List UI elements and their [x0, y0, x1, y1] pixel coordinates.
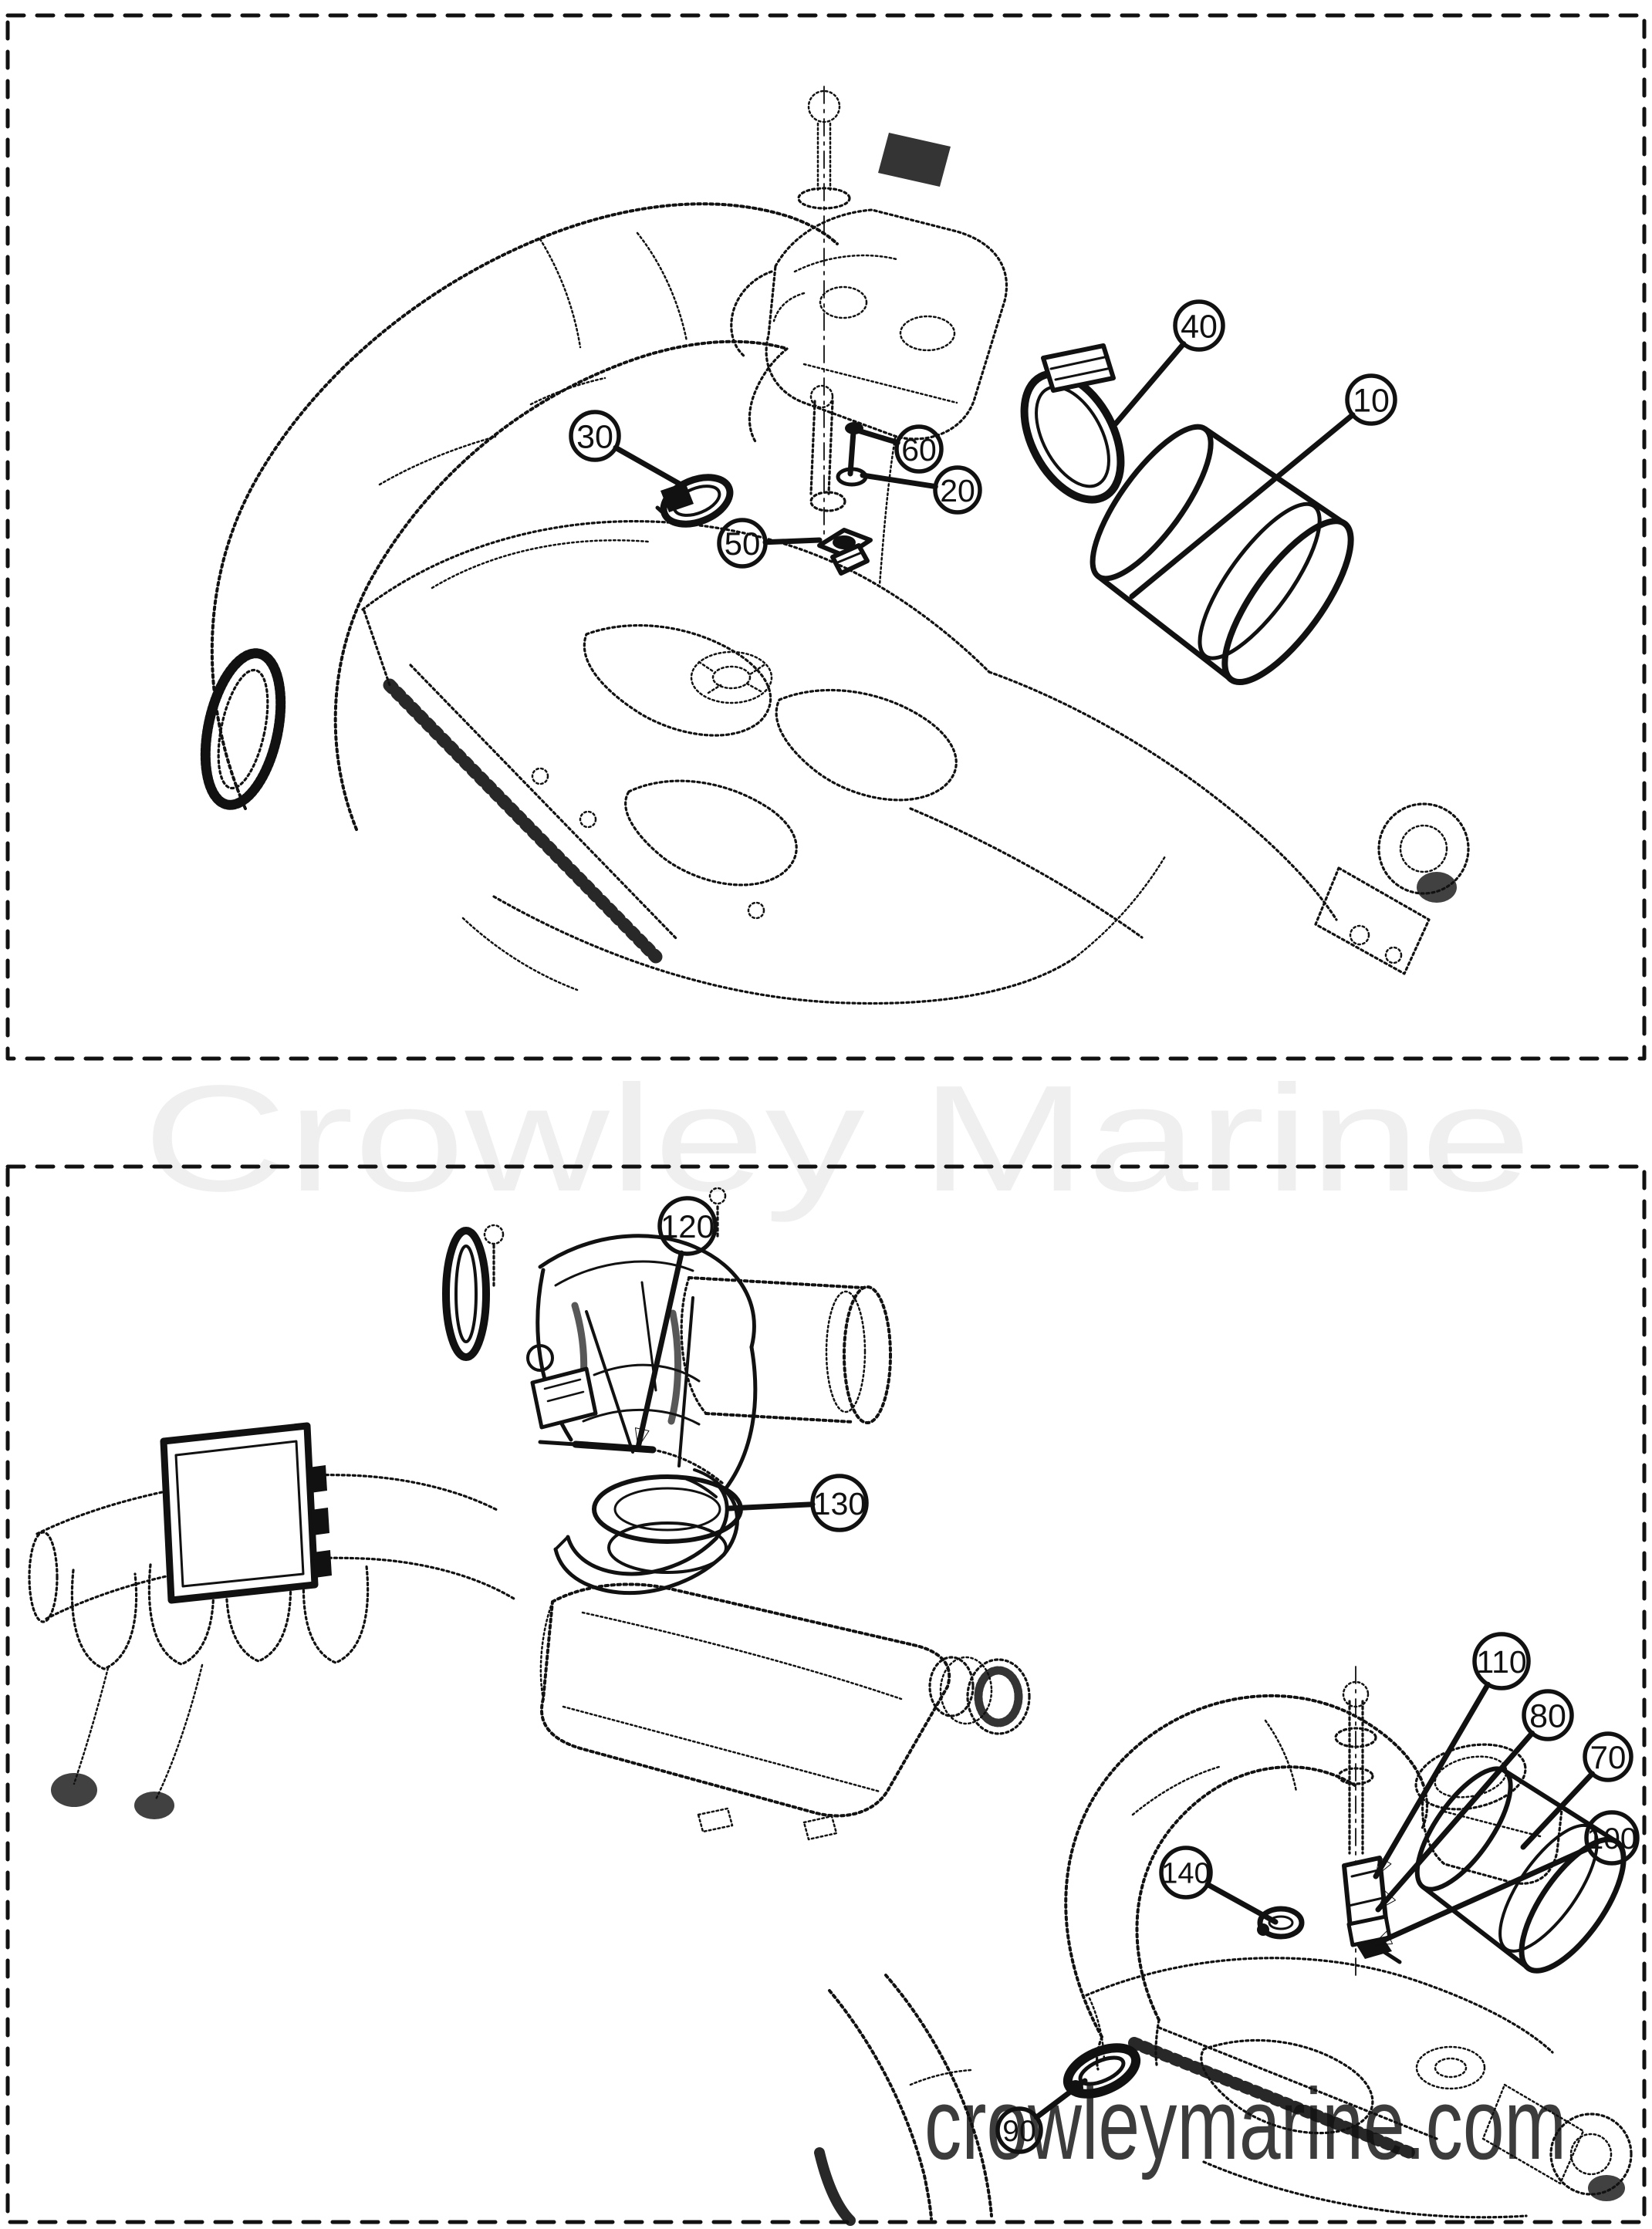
inlet-ring [442, 1227, 490, 1361]
leader-line [855, 427, 900, 446]
callout-label: 20 [940, 473, 975, 508]
callout-circle [995, 2106, 1043, 2154]
label-plate [878, 133, 951, 187]
callout-30: 30 [569, 410, 685, 488]
callout-100: 100 [1370, 1810, 1640, 1948]
callout-80: 80 [1375, 1689, 1574, 1913]
callout-label: 140 [1161, 1858, 1210, 1890]
leader-line [1033, 2078, 1088, 2120]
callout-circle [933, 465, 982, 515]
leader-line [860, 472, 938, 490]
leader-arrowhead [634, 1427, 650, 1448]
throttle-right [1414, 1743, 1563, 1885]
stud-bracket-group [1334, 1666, 1392, 1976]
hose-clamp-30 [655, 474, 734, 528]
callout-label: 70 [1590, 1739, 1627, 1775]
callout-label: 100 [1586, 1822, 1637, 1856]
callout-label: 130 [813, 1486, 866, 1521]
leader-line [1113, 341, 1187, 427]
top-panel-border [5, 13, 1647, 1061]
callout-circle [1345, 373, 1397, 426]
leader-line [726, 1501, 816, 1511]
callout-label: 10 [1353, 382, 1390, 419]
air-silencer-box [160, 1422, 332, 1604]
callout-50: 50 [717, 518, 823, 569]
callout-10: 10 [1129, 373, 1397, 599]
callout-label: 30 [576, 418, 613, 455]
leader-line [635, 1250, 684, 1451]
callout-circle [657, 1196, 718, 1256]
canister-10 [1090, 424, 1354, 686]
throttle-body-top [730, 133, 1008, 586]
leader-line [762, 537, 823, 545]
intake-manifold-engine [361, 520, 1470, 1005]
callout-130: 130 [726, 1474, 869, 1532]
callout-40: 40 [1113, 299, 1225, 427]
leader-line [1129, 412, 1356, 599]
hose-clamp-40 [1020, 343, 1125, 504]
callout-circle [1522, 1689, 1574, 1741]
callout-label: 60 [901, 432, 937, 468]
leader-line [613, 444, 685, 488]
callout-60: 60 [855, 424, 944, 474]
leader-line [1375, 1730, 1535, 1913]
hose-130 [553, 1468, 739, 1595]
mixer-assembly [442, 1187, 758, 1574]
callout-label: 80 [1529, 1697, 1566, 1734]
callout-20: 20 [860, 465, 982, 515]
muffler-cylinder [680, 1276, 892, 1424]
callout-circle [894, 424, 944, 474]
callout-label: 40 [1181, 308, 1218, 345]
resonator [539, 1582, 1031, 1841]
leader-arrowhead [1377, 1890, 1397, 1910]
callout-circle [1472, 1632, 1531, 1690]
callout-circle [1583, 1731, 1633, 1782]
outlet-cap [966, 1658, 1031, 1735]
canister-70 [1414, 1766, 1627, 1974]
leader-line [1370, 1846, 1592, 1948]
callout-label: 110 [1476, 1644, 1526, 1680]
leader-line [1520, 1771, 1595, 1850]
leader-arrowhead [1375, 1856, 1392, 1877]
callout-circle [717, 518, 768, 569]
sub-hose-bottom [814, 1974, 993, 2226]
leader-line [1204, 1881, 1279, 1925]
callout-90: 90 [995, 2078, 1088, 2154]
callout-circle [1173, 299, 1225, 352]
intake-hose [200, 202, 839, 831]
engine-bottom-right [1085, 1957, 1633, 2219]
hose-end-ring [200, 648, 286, 810]
callout-70: 70 [1520, 1731, 1633, 1850]
callout-140: 140 [1159, 1846, 1279, 1925]
grommet-140 [1257, 1906, 1305, 1940]
callout-circle [810, 1474, 869, 1532]
callout-circle [569, 410, 621, 462]
top-diagram [200, 86, 1470, 1005]
bottom-panel-border [5, 1164, 1647, 2224]
callout-circle [1159, 1846, 1213, 1900]
callout-circle [1584, 1810, 1640, 1866]
watermark-crowley-marine: Crowley Marine [143, 1054, 1532, 1223]
callout-label: 50 [725, 525, 761, 562]
leader-arrowhead [1372, 1930, 1394, 1946]
callout-110: 110 [1373, 1632, 1531, 1879]
bottom-diagram [28, 1187, 1633, 2226]
callout-label: 90 [1002, 2115, 1035, 2148]
callout-label: 120 [660, 1208, 715, 1245]
leader-line [1373, 1681, 1491, 1879]
mounting-bolt [797, 86, 851, 541]
stud-and-washers [809, 384, 868, 512]
callout-120: 120 [634, 1196, 718, 1451]
